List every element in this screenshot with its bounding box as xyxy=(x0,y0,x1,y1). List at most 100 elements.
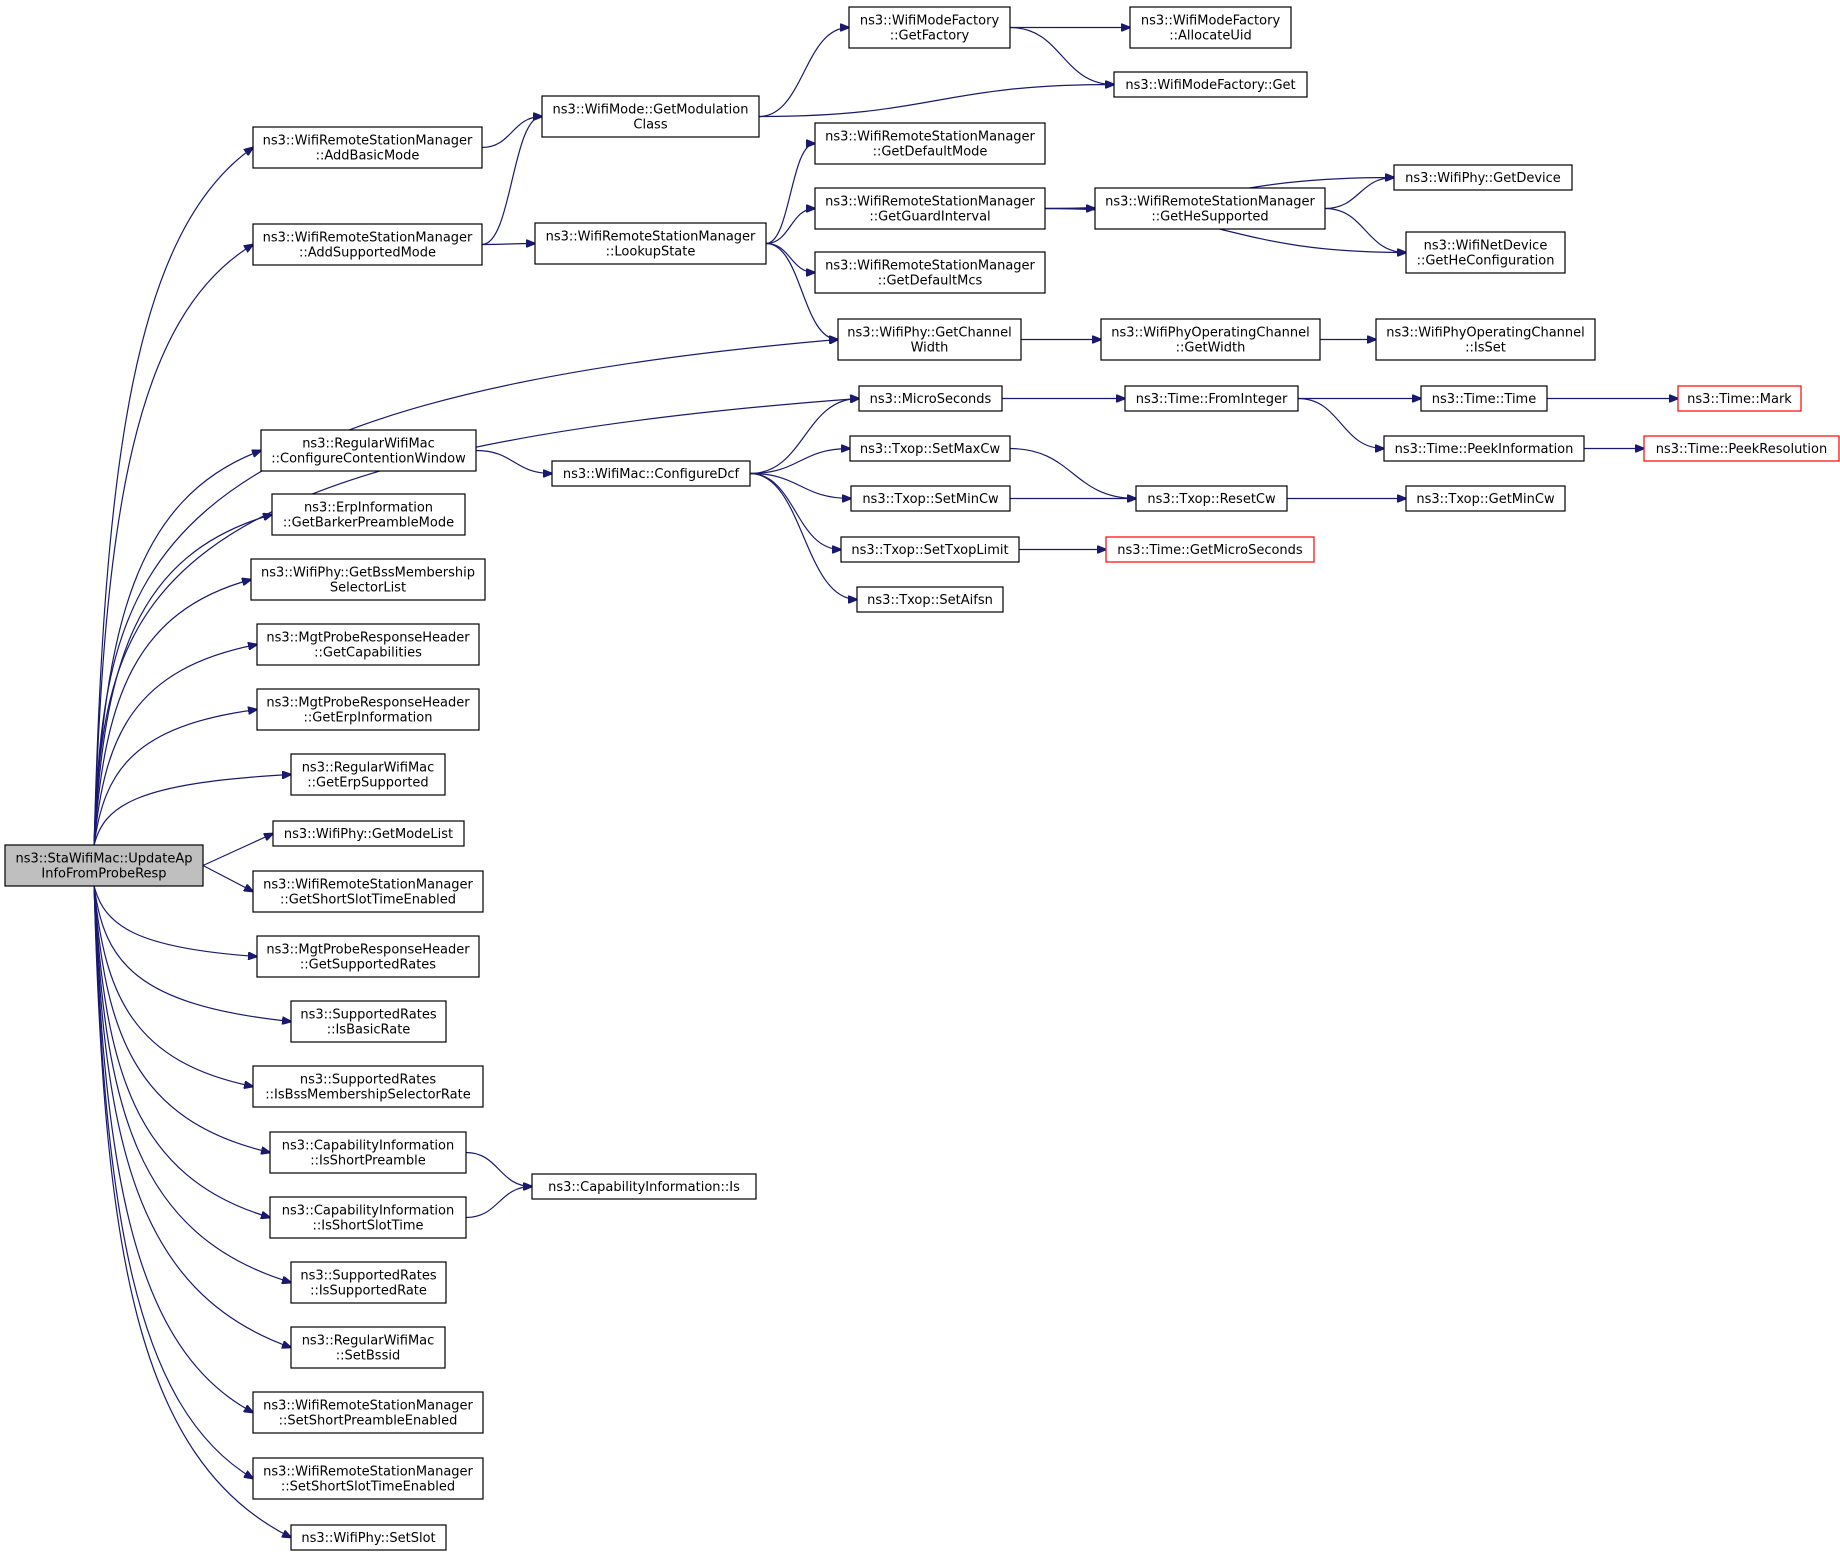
node-getMinCw[interactable]: ns3::Txop::GetMinCw xyxy=(1405,485,1566,512)
node-box xyxy=(1393,164,1573,191)
node-peekResolution[interactable]: ns3::Time::PeekResolution xyxy=(1643,435,1840,462)
node-label-line: ::GetErpInformation xyxy=(304,711,433,726)
node-label-line: ns3::SupportedRates xyxy=(300,1073,436,1088)
node-setTxopLimit[interactable]: ns3::Txop::SetTxopLimit xyxy=(840,536,1020,563)
node-getBssSel[interactable]: ns3::WifiPhy::GetBssMembershipSelectorLi… xyxy=(250,558,486,601)
node-getSupportedRates[interactable]: ns3::MgtProbeResponseHeader::GetSupporte… xyxy=(256,935,480,978)
node-getShortSlotEn[interactable]: ns3::WifiRemoteStationManager::GetShortS… xyxy=(252,870,484,913)
node-box xyxy=(4,844,204,887)
node-label-line: ns3::CapabilityInformation xyxy=(282,1139,454,1154)
node-label-line: ns3::WifiRemoteStationManager xyxy=(1105,195,1315,210)
node-getErpSupported[interactable]: ns3::RegularWifiMac::GetErpSupported xyxy=(290,753,446,796)
node-setMinCw[interactable]: ns3::Txop::SetMinCw xyxy=(850,485,1011,512)
node-box xyxy=(252,126,483,169)
node-getGuardInterval[interactable]: ns3::WifiRemoteStationManager::GetGuardI… xyxy=(814,187,1046,230)
node-configureDcf[interactable]: ns3::WifiMac::ConfigureDcf xyxy=(551,460,751,487)
node-getMicroSeconds[interactable]: ns3::Time::GetMicroSeconds xyxy=(1105,536,1315,563)
node-setShortPreambleEn[interactable]: ns3::WifiRemoteStationManager::SetShortP… xyxy=(252,1391,484,1434)
node-box xyxy=(1405,485,1566,512)
node-label-line: ns3::WifiModeFactory xyxy=(860,14,1000,29)
node-label-line: ns3::WifiPhyOperatingChannel xyxy=(1386,326,1585,341)
edge-root-to-isSupportedRate xyxy=(93,885,291,1283)
node-label-line: ns3::RegularWifiMac xyxy=(302,761,435,776)
node-label-line: ::GetErpSupported xyxy=(307,776,428,791)
node-capIs[interactable]: ns3::CapabilityInformation::Is xyxy=(531,1173,757,1200)
node-addSupportedMode[interactable]: ns3::WifiRemoteStationManager::AddSuppor… xyxy=(252,223,483,266)
node-timeTime[interactable]: ns3::Time::Time xyxy=(1420,385,1548,412)
node-getDefaultMcs[interactable]: ns3::WifiRemoteStationManager::GetDefaul… xyxy=(814,251,1046,294)
node-peekInfo[interactable]: ns3::Time::PeekInformation xyxy=(1383,435,1585,462)
node-label-line: ::GetHeSupported xyxy=(1151,210,1268,225)
node-label-line: ns3::WifiModeFactory xyxy=(1141,14,1281,29)
edge-getHeSupported-to-getDevice xyxy=(1324,178,1394,210)
node-isShortPreamble[interactable]: ns3::CapabilityInformation::IsShortPream… xyxy=(269,1131,467,1174)
node-label-line: ns3::WifiPhyOperatingChannel xyxy=(1111,326,1310,341)
node-box xyxy=(856,586,1004,613)
node-setSlot[interactable]: ns3::WifiPhy::SetSlot xyxy=(290,1524,447,1551)
node-label-line: ::AllocateUid xyxy=(1169,29,1251,44)
edge-addSupportedMode-to-lookupState xyxy=(481,244,535,245)
node-box xyxy=(1375,318,1596,361)
node-microSeconds[interactable]: ns3::MicroSeconds xyxy=(858,385,1003,412)
node-label-line: ::ConfigureContentionWindow xyxy=(271,452,466,467)
node-getDevice[interactable]: ns3::WifiPhy::GetDevice xyxy=(1393,164,1573,191)
node-label-line: ns3::Time::GetMicroSeconds xyxy=(1117,543,1303,558)
node-configureCW[interactable]: ns3::RegularWifiMac::ConfigureContention… xyxy=(260,429,477,472)
node-getErpInfo[interactable]: ns3::MgtProbeResponseHeader::GetErpInfor… xyxy=(256,688,480,731)
node-label-line: SelectorList xyxy=(330,581,406,596)
node-label-line: ns3::CapabilityInformation xyxy=(282,1204,454,1219)
node-isShortSlotTime[interactable]: ns3::CapabilityInformation::IsShortSlotT… xyxy=(269,1196,467,1239)
node-setBssid[interactable]: ns3::RegularWifiMac::SetBssid xyxy=(290,1326,446,1369)
node-getFactory[interactable]: ns3::WifiModeFactory::GetFactory xyxy=(848,6,1011,49)
node-getHeSupported[interactable]: ns3::WifiRemoteStationManager::GetHeSupp… xyxy=(1094,187,1326,230)
node-root[interactable]: ns3::StaWifiMac::UpdateApInfoFromProbeRe… xyxy=(4,844,204,887)
node-getBarker[interactable]: ns3::ErpInformation::GetBarkerPreambleMo… xyxy=(271,493,466,536)
node-timeMark[interactable]: ns3::Time::Mark xyxy=(1677,385,1802,412)
node-opIsSet[interactable]: ns3::WifiPhyOperatingChannel::IsSet xyxy=(1375,318,1596,361)
node-getDefaultMode[interactable]: ns3::WifiRemoteStationManager::GetDefaul… xyxy=(814,122,1046,165)
node-isSupportedRate[interactable]: ns3::SupportedRates::IsSupportedRate xyxy=(290,1261,447,1304)
node-addBasicMode[interactable]: ns3::WifiRemoteStationManager::AddBasicM… xyxy=(252,126,483,169)
node-box xyxy=(1100,318,1321,361)
node-box xyxy=(1129,6,1292,49)
node-label-line: ::GetShortSlotTimeEnabled xyxy=(280,893,456,908)
node-label-line: ns3::Time::PeekResolution xyxy=(1656,442,1827,457)
node-resetCw[interactable]: ns3::Txop::ResetCw xyxy=(1135,485,1288,512)
edge-root-to-getModeList xyxy=(202,834,273,867)
node-label-line: Class xyxy=(633,118,667,133)
edge-root-to-isBssSelRate xyxy=(93,885,253,1087)
node-box xyxy=(1643,435,1840,462)
node-getHeConfig[interactable]: ns3::WifiNetDevice::GetHeConfiguration xyxy=(1405,231,1566,274)
node-label-line: ns3::WifiRemoteStationManager xyxy=(825,195,1035,210)
node-allocateUid[interactable]: ns3::WifiModeFactory::AllocateUid xyxy=(1129,6,1292,49)
node-getCapabilities[interactable]: ns3::MgtProbeResponseHeader::GetCapabili… xyxy=(256,623,480,666)
node-fromInteger[interactable]: ns3::Time::FromInteger xyxy=(1124,385,1299,412)
node-isBssSelRate[interactable]: ns3::SupportedRates::IsBssMembershipSele… xyxy=(252,1065,484,1108)
node-box xyxy=(252,1065,484,1108)
node-box xyxy=(1677,385,1802,412)
node-box xyxy=(252,870,484,913)
node-label-line: ns3::WifiRemoteStationManager xyxy=(263,1465,473,1480)
node-factoryGet[interactable]: ns3::WifiModeFactory::Get xyxy=(1113,71,1308,98)
node-setAifsn[interactable]: ns3::Txop::SetAifsn xyxy=(856,586,1004,613)
node-getModeList[interactable]: ns3::WifiPhy::GetModeList xyxy=(272,820,465,847)
node-label-line: ns3::Time::Mark xyxy=(1687,392,1792,407)
node-label-line: ns3::WifiRemoteStationManager xyxy=(825,130,1035,145)
node-label-line: ::GetWidth xyxy=(1176,341,1246,356)
node-box xyxy=(1105,536,1315,563)
node-box xyxy=(850,485,1011,512)
node-label-line: ::IsSupportedRate xyxy=(310,1284,427,1299)
node-setShortSlotEn[interactable]: ns3::WifiRemoteStationManager::SetShortS… xyxy=(252,1457,484,1500)
node-box xyxy=(269,1131,467,1174)
node-setMaxCw[interactable]: ns3::Txop::SetMaxCw xyxy=(849,435,1011,462)
node-opGetWidth[interactable]: ns3::WifiPhyOperatingChannel::GetWidth xyxy=(1100,318,1321,361)
node-label-line: ns3::MgtProbeResponseHeader xyxy=(266,696,470,711)
node-label-line: ns3::Txop::SetTxopLimit xyxy=(851,543,1008,558)
node-isBasicRate[interactable]: ns3::SupportedRates::IsBasicRate xyxy=(290,1000,447,1043)
node-lookupState[interactable]: ns3::WifiRemoteStationManager::LookupSta… xyxy=(534,222,767,265)
node-box xyxy=(252,223,483,266)
node-label-line: ::GetGuardInterval xyxy=(869,210,990,225)
node-box xyxy=(1113,71,1308,98)
